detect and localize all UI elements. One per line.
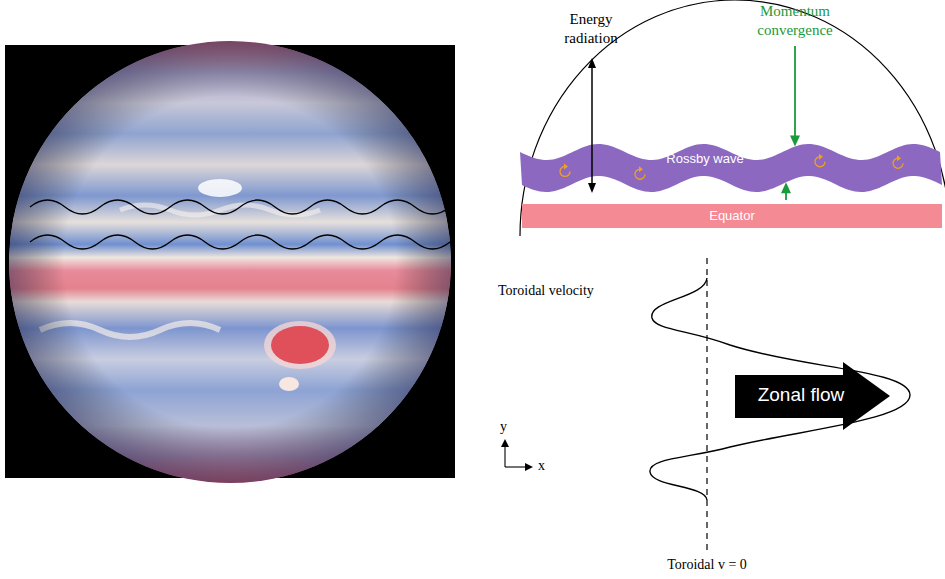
- momentum-label: Momentum convergence: [757, 3, 833, 38]
- energy-arrow: [591, 66, 593, 185]
- arrow-head: [501, 439, 509, 447]
- arrow-head: [781, 182, 791, 193]
- velocity-profile: [650, 278, 910, 500]
- equator-band: Equator: [522, 204, 942, 228]
- momentum-arrow: [794, 46, 796, 138]
- vortex-symbol: [564, 163, 568, 169]
- zero-line-label-box: Toroidal v = 0: [667, 556, 747, 574]
- node-label: Equator: [709, 208, 755, 224]
- vortex-symbol: [639, 166, 643, 172]
- axis-label-box: y: [500, 418, 507, 436]
- arrow-head: [790, 136, 800, 147]
- vortex-symbol: [897, 155, 901, 161]
- arrow-head: [588, 58, 596, 68]
- wave-line: [30, 235, 450, 249]
- vortex-symbol: [819, 154, 823, 160]
- rossby-wave-band: Rossby wave: [520, 138, 942, 198]
- zero-line: [706, 258, 707, 552]
- x-axis: [505, 466, 528, 467]
- axis-label: x: [538, 458, 545, 473]
- arrow-head: [588, 183, 596, 193]
- axis-label-box: x: [538, 457, 545, 475]
- energy-label-box: Energy radiation: [551, 10, 631, 48]
- band-fill: [522, 204, 942, 228]
- energy-label: Energy radiation: [564, 11, 617, 46]
- jupiter-disk: [5, 41, 455, 483]
- node-label: Rossby wave: [666, 151, 743, 167]
- arrow-shape: [735, 362, 890, 430]
- axis-label: y: [500, 419, 507, 434]
- arrow-head: [525, 463, 533, 471]
- hemisphere-outline: [520, 0, 945, 236]
- axis-title-box: Toroidal velocity: [498, 282, 594, 300]
- node-label: Zonal flow: [758, 384, 845, 406]
- zonal-flow-arrow: Zonal flow: [735, 362, 890, 430]
- zero-line-label: Toroidal v = 0: [667, 557, 747, 572]
- axis-title: Toroidal velocity: [498, 283, 594, 298]
- wave-band: [520, 144, 942, 192]
- wave-line: [30, 200, 450, 214]
- momentum-label-box: Momentum convergence: [740, 2, 850, 40]
- node-outline: [520, 138, 942, 198]
- y-axis: [504, 444, 505, 467]
